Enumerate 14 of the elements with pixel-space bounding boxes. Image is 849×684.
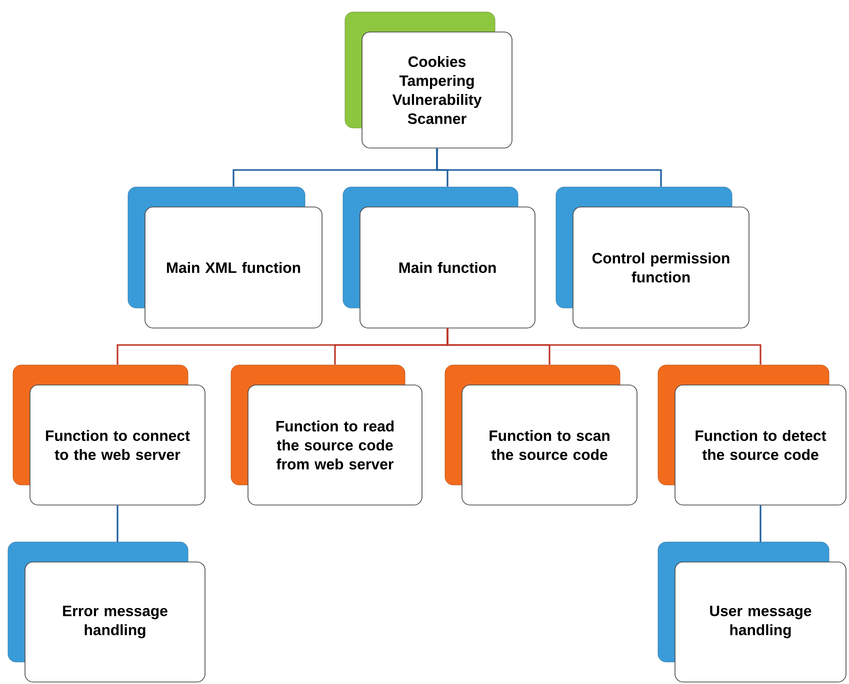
box: Cookies Tampering Vulnerability Scanner (344, 12, 512, 148)
box: User message handling (658, 542, 846, 682)
connector (446, 328, 762, 365)
box: Control permission function (556, 186, 750, 328)
connector (116, 505, 118, 542)
box: Function to connect to the web server (12, 364, 206, 506)
box: Function to read the source code from web server (230, 364, 422, 506)
connector (436, 148, 662, 187)
connector (760, 505, 762, 542)
box: Error message handling (8, 542, 206, 682)
box: Function to detect the source code (658, 364, 846, 506)
box: Main XML function (128, 186, 322, 328)
box: Main function (342, 186, 536, 328)
box: Function to scan the source code (444, 364, 638, 506)
